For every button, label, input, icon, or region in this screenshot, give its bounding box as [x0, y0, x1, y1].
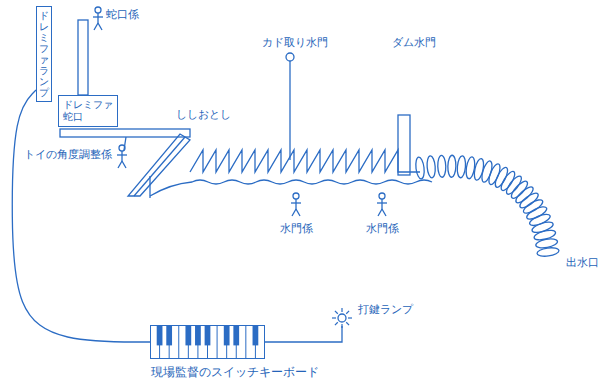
part-label: 出水口 — [566, 256, 599, 269]
hose-ring — [456, 155, 466, 178]
hose-ring — [426, 156, 436, 179]
person — [377, 193, 387, 216]
hose-ring — [537, 247, 560, 258]
wire — [265, 326, 342, 342]
lamp-symbol — [327, 303, 357, 333]
switch-keyboard: 現場監督のスイッチキーボード — [150, 325, 265, 359]
gate-pole — [289, 61, 290, 160]
hose-ring — [525, 204, 548, 221]
part-label: ダム水門 — [392, 36, 436, 49]
strike-lamp: 打鍵ランプ — [334, 310, 350, 326]
node-caption: 打鍵ランプ — [358, 303, 413, 316]
shishi-odoshi-post — [149, 176, 150, 198]
faucet-box: ドレミファ 蛇口 — [58, 95, 118, 127]
part-label: 水門係 — [366, 222, 399, 235]
hose-ring — [528, 212, 551, 228]
node-caption: 現場監督のスイッチキーボード — [151, 365, 319, 379]
hose-ring — [448, 155, 457, 177]
hose-ring — [415, 157, 426, 180]
wire — [12, 90, 150, 342]
trough — [60, 129, 190, 137]
shishi-odoshi-inner — [134, 137, 185, 196]
part-label: 蛇口係 — [106, 8, 139, 21]
hose-ring — [437, 155, 446, 177]
shishi-odoshi — [128, 134, 190, 196]
part-label: ししおとし — [176, 108, 231, 121]
person — [117, 145, 127, 168]
node-text: ドレミファ 蛇口 — [63, 99, 113, 123]
gate-knob — [286, 53, 294, 61]
lamp-box: ドレミファランプ — [36, 6, 52, 102]
part-label: トイの角度調整係 — [24, 148, 112, 161]
person — [93, 7, 103, 30]
coiled-hose — [415, 155, 560, 257]
part-label: 水門係 — [280, 222, 313, 235]
faucet-pipe — [78, 20, 88, 95]
channel-bottom — [150, 180, 432, 196]
node-text: ドレミファランプ — [39, 10, 49, 98]
hose-ring — [531, 220, 554, 234]
part-label: カド取り水門 — [262, 36, 328, 49]
keyboard-keys — [150, 325, 265, 359]
person — [291, 193, 301, 216]
dam-gate — [398, 115, 410, 175]
hose-ring — [487, 162, 503, 185]
hose-ring — [522, 197, 545, 215]
sawtooth-channel — [190, 150, 420, 172]
